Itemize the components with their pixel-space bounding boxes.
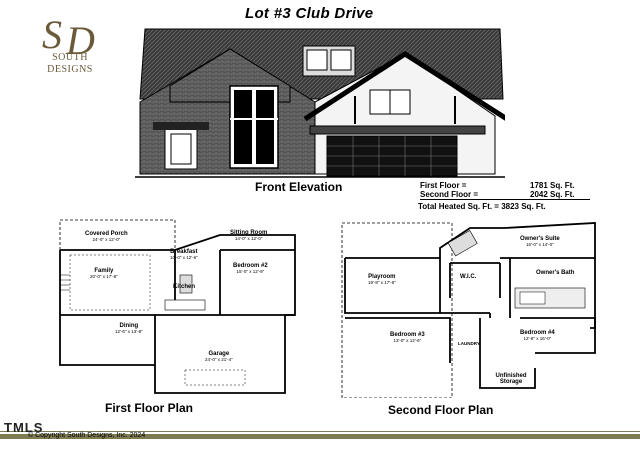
second-floor-plan-label: Second Floor Plan — [388, 403, 494, 417]
svg-text:D: D — [65, 18, 95, 63]
south-designs-logo: S D — [42, 12, 95, 63]
footer-rule — [0, 434, 640, 439]
front-elevation-label: Front Elevation — [255, 180, 343, 194]
second-floor-sqft-value: 2042 Sq. Ft. — [530, 190, 575, 199]
total-sqft: Total Heated Sq. Ft. = 3823 Sq. Ft. — [418, 202, 546, 211]
room-wic: W.I.C. — [460, 274, 477, 280]
room-kitchen: Kitchen — [173, 284, 196, 290]
front-elevation-drawing — [135, 28, 505, 178]
room-laundry: LAUNDRY — [458, 341, 480, 346]
logo-text: SOUTH DESIGNS — [47, 52, 93, 75]
second-floor-sqft-label: Second Floor = — [420, 190, 479, 199]
sqft-divider — [420, 199, 590, 200]
copyright-text: © Copyright South Designs, Inc. 2024 — [28, 432, 146, 439]
footer-rule-thin — [0, 431, 640, 432]
room-unfinished-storage: Unfinished Storage — [495, 373, 527, 385]
tmls-watermark: TMLS — [4, 420, 44, 435]
room-owners-bath: Owner's Bath — [536, 270, 575, 276]
first-floor-plan-label: First Floor Plan — [105, 401, 194, 415]
svg-text:S: S — [42, 12, 62, 57]
page-title: Lot #3 Club Drive — [245, 5, 374, 22]
first-floor-sqft-label: First Floor = — [420, 181, 467, 190]
second-floor-plan-drawing — [341, 222, 596, 398]
first-floor-plan-drawing — [59, 219, 296, 394]
first-floor-sqft-value: 1781 Sq. Ft. — [530, 181, 575, 190]
